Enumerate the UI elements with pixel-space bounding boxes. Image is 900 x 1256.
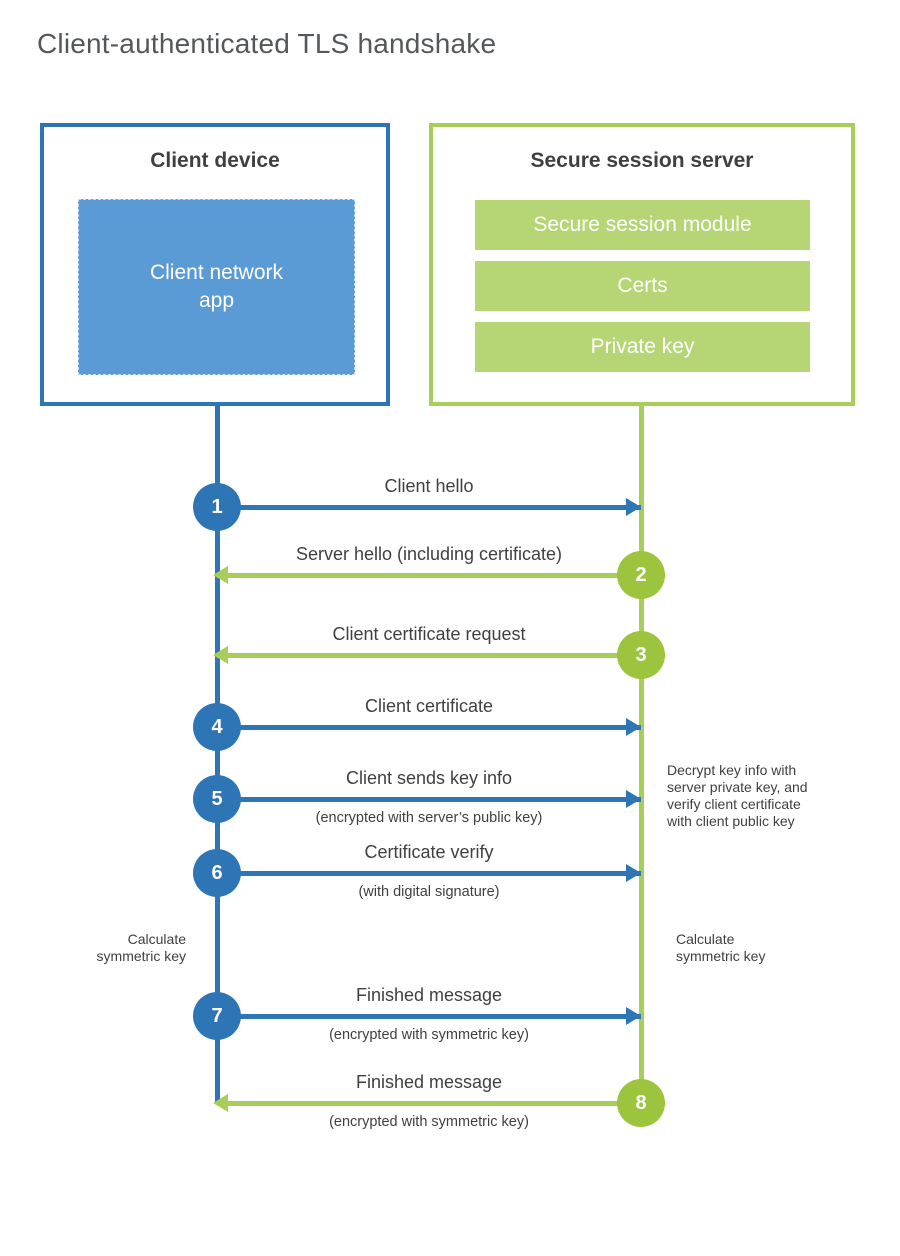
client-lifeline xyxy=(215,406,220,1103)
message-subtitle: (encrypted with server’s public key) xyxy=(315,810,543,826)
message-arrow-line xyxy=(217,1101,641,1106)
arrowhead-icon xyxy=(213,566,228,584)
message-label: Certificate verify xyxy=(364,842,494,862)
message-arrow-line xyxy=(217,797,641,802)
message-subtitle: (with digital signature) xyxy=(358,884,500,900)
message-arrow-line xyxy=(217,653,641,658)
secure-session-server-title: Secure session server xyxy=(530,149,754,172)
message-label: Finished message xyxy=(355,985,503,1005)
server-module-0: Secure session module xyxy=(475,200,810,250)
message-label: Server hello (including certificate) xyxy=(295,544,563,564)
message-arrow-line xyxy=(217,573,641,578)
arrowhead-icon xyxy=(213,646,228,664)
server-calculate-note: Calculate symmetric key xyxy=(676,931,766,964)
secure-session-server-box: Secure session server Secure session mod… xyxy=(429,123,855,406)
arrowhead-icon xyxy=(213,1094,228,1112)
step-number-badge: 6 xyxy=(193,849,241,897)
client-calculate-note: Calculate symmetric key xyxy=(96,931,186,964)
step-number-badge: 8 xyxy=(617,1079,665,1127)
client-device-box: Client device Client network app xyxy=(40,123,390,406)
message-label: Client hello xyxy=(384,476,474,496)
server-module-1: Certs xyxy=(475,261,810,311)
message-subtitle: (encrypted with symmetric key) xyxy=(329,1114,529,1130)
page-title: Client-authenticated TLS handshake xyxy=(37,28,497,59)
message-label: Client certificate xyxy=(364,696,494,716)
client-network-app-label: Client network app xyxy=(149,260,284,312)
message-subtitle: (encrypted with symmetric key) xyxy=(329,1027,529,1043)
step-number-badge: 5 xyxy=(193,775,241,823)
step-number-badge: 3 xyxy=(617,631,665,679)
message-arrow-line xyxy=(217,1014,641,1019)
message-arrow-line xyxy=(217,505,641,510)
arrowhead-icon xyxy=(626,864,641,882)
step-number-badge: 2 xyxy=(617,551,665,599)
step-number-badge: 4 xyxy=(193,703,241,751)
arrowhead-icon xyxy=(626,790,641,808)
message-label: Client certificate request xyxy=(332,624,526,644)
arrowhead-icon xyxy=(626,718,641,736)
server-lifeline xyxy=(639,406,644,1103)
arrowhead-icon xyxy=(626,498,641,516)
message-label: Finished message xyxy=(355,1072,503,1092)
server-decrypt-note: Decrypt key info with server private key… xyxy=(667,762,808,829)
message-arrow-line xyxy=(217,725,641,730)
message-label: Client sends key info xyxy=(345,768,513,788)
message-arrow-line xyxy=(217,871,641,876)
client-device-title: Client device xyxy=(150,149,280,172)
arrowhead-icon xyxy=(626,1007,641,1025)
client-network-app-box: Client network app xyxy=(78,199,355,375)
step-number-badge: 7 xyxy=(193,992,241,1040)
server-module-2: Private key xyxy=(475,322,810,372)
step-number-badge: 1 xyxy=(193,483,241,531)
